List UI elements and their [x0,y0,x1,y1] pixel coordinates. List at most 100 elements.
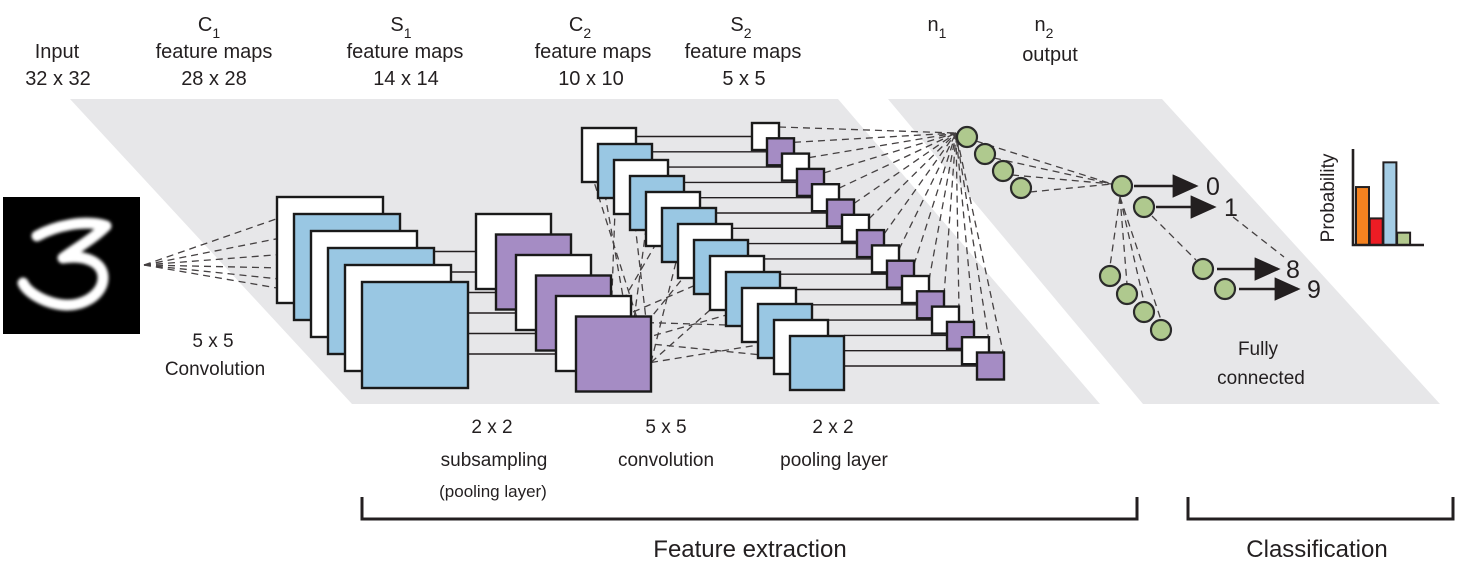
s1-to-c2-line [630,213,649,343]
c1-symbol: C1 [198,14,220,41]
n2-to-n1-line [1119,196,1128,285]
c1-size: 28 x 28 [181,68,247,90]
n2-continuation-line [1232,216,1285,258]
s2-to-n1-line [943,132,957,296]
n1-neuron [955,125,979,149]
s2-feature-map [900,274,931,305]
s2-symbol: S2 [730,14,751,41]
chart-axes [1351,149,1424,247]
n1-neuron [1115,282,1139,306]
s2-to-n1-line [955,132,975,326]
pool1-sublabel: (pooling layer) [439,482,547,501]
probability-chart: Probability [1318,149,1424,247]
s2-to-n1-line [778,126,957,134]
s2-label: feature maps [685,41,802,63]
output-digit-0: 0 [1206,173,1220,201]
s1-label: feature maps [347,41,464,63]
n2-continuation-line [1151,215,1197,261]
s2-to-n1-line [853,132,957,205]
fully-connected-line2: connected [1217,368,1305,389]
conv1-kernel: 5 x 5 [192,331,233,352]
digit-background [3,197,140,334]
n2-neuron [1132,195,1156,219]
input-label: Input [35,41,80,63]
c2-symbol: C2 [569,14,591,41]
section-brackets: Feature extraction Classification [360,497,1455,563]
n2-to-n1-line [1119,196,1145,303]
probability-axis-label: Probability [1318,153,1339,242]
s2-feature-map [795,167,826,198]
column-headers: Input 32 x 32 C1 feature maps 28 x 28 S1… [25,14,1078,90]
probability-bar [1355,186,1370,247]
probability-bar [1382,161,1398,247]
s2-feature-map [975,351,1006,381]
s1-feature-map-stack [474,212,653,393]
n2-neuron [1191,257,1215,281]
s2-to-n1-line [823,132,957,174]
n1-symbol: n1 [928,14,947,41]
n1-neuron [973,142,997,166]
c1-label: feature maps [156,41,273,63]
probability-bars [1355,161,1412,247]
feature-extraction-bracket [360,497,1139,521]
probability-bar [1368,217,1384,246]
n2-symbol: n2 [1035,14,1054,41]
s2-feature-map [930,305,961,335]
n1-neuron [991,159,1015,183]
output-digit-8: 8 [1286,256,1300,284]
digit-3-glyph [17,217,112,311]
classification-band [888,99,1440,404]
c2-feature-map-stack [580,126,846,392]
n1-neuron [1132,300,1156,324]
s2-feature-map [765,137,796,167]
input-to-c1-line [143,234,297,266]
n2-to-n1-line [1119,196,1162,321]
operation-labels: 5 x 5 Convolution 2 x 2 subsampling (poo… [165,331,1305,501]
s2-to-n1-line [808,132,957,159]
pool1-label: subsampling [441,450,548,471]
classification-label: Classification [1246,536,1387,563]
n1-neuron [1009,176,1033,200]
n1-to-n2-line [993,157,1113,185]
s2-size: 5 x 5 [722,68,765,90]
c2-size: 10 x 10 [558,68,624,90]
input-to-c1-line [143,251,314,266]
s2-feature-map-stack [750,121,1006,381]
n2-output-label: output [1022,44,1078,66]
pool2-kernel: 2 x 2 [812,417,853,438]
s1-to-c2-line [650,245,681,363]
s2-to-n1-line [955,132,1005,357]
n2-neuron [1110,174,1134,198]
output-digit-1: 1 [1224,194,1238,222]
fully-connected-neurons [955,125,1237,342]
conv2-label: convolution [618,450,714,471]
s2-to-n1-line [898,132,957,250]
s2-to-n1-line [955,132,960,311]
s1-to-c2-line [650,341,777,364]
conv1-label: Convolution [165,359,265,380]
s1-size: 14 x 14 [373,68,439,90]
classification-bracket [1186,497,1455,521]
s2-to-n1-line [868,132,957,220]
n2-neuron [1213,277,1237,301]
s2-to-n1-line [883,132,957,235]
conv2-kernel: 5 x 5 [645,417,686,438]
c2-label: feature maps [535,41,652,63]
s2-feature-map [780,152,811,182]
s2-to-n1-line [928,132,957,281]
fully-connected-line1: Fully [1238,339,1279,360]
probability-bar [1396,231,1412,246]
s1-feature-map [574,315,653,393]
n1-neuron [1098,264,1122,288]
n1-neuron [1149,318,1173,342]
pool1-kernel: 2 x 2 [471,417,512,438]
feature-extraction-label: Feature extraction [653,536,846,563]
s2-to-n1-line [838,132,957,189]
pool2-label: pooling layer [780,450,888,471]
c2-feature-map [788,334,846,392]
n1-to-n2-line [1011,174,1113,185]
input-size: 32 x 32 [25,68,91,90]
output-digit-9: 9 [1307,276,1321,304]
